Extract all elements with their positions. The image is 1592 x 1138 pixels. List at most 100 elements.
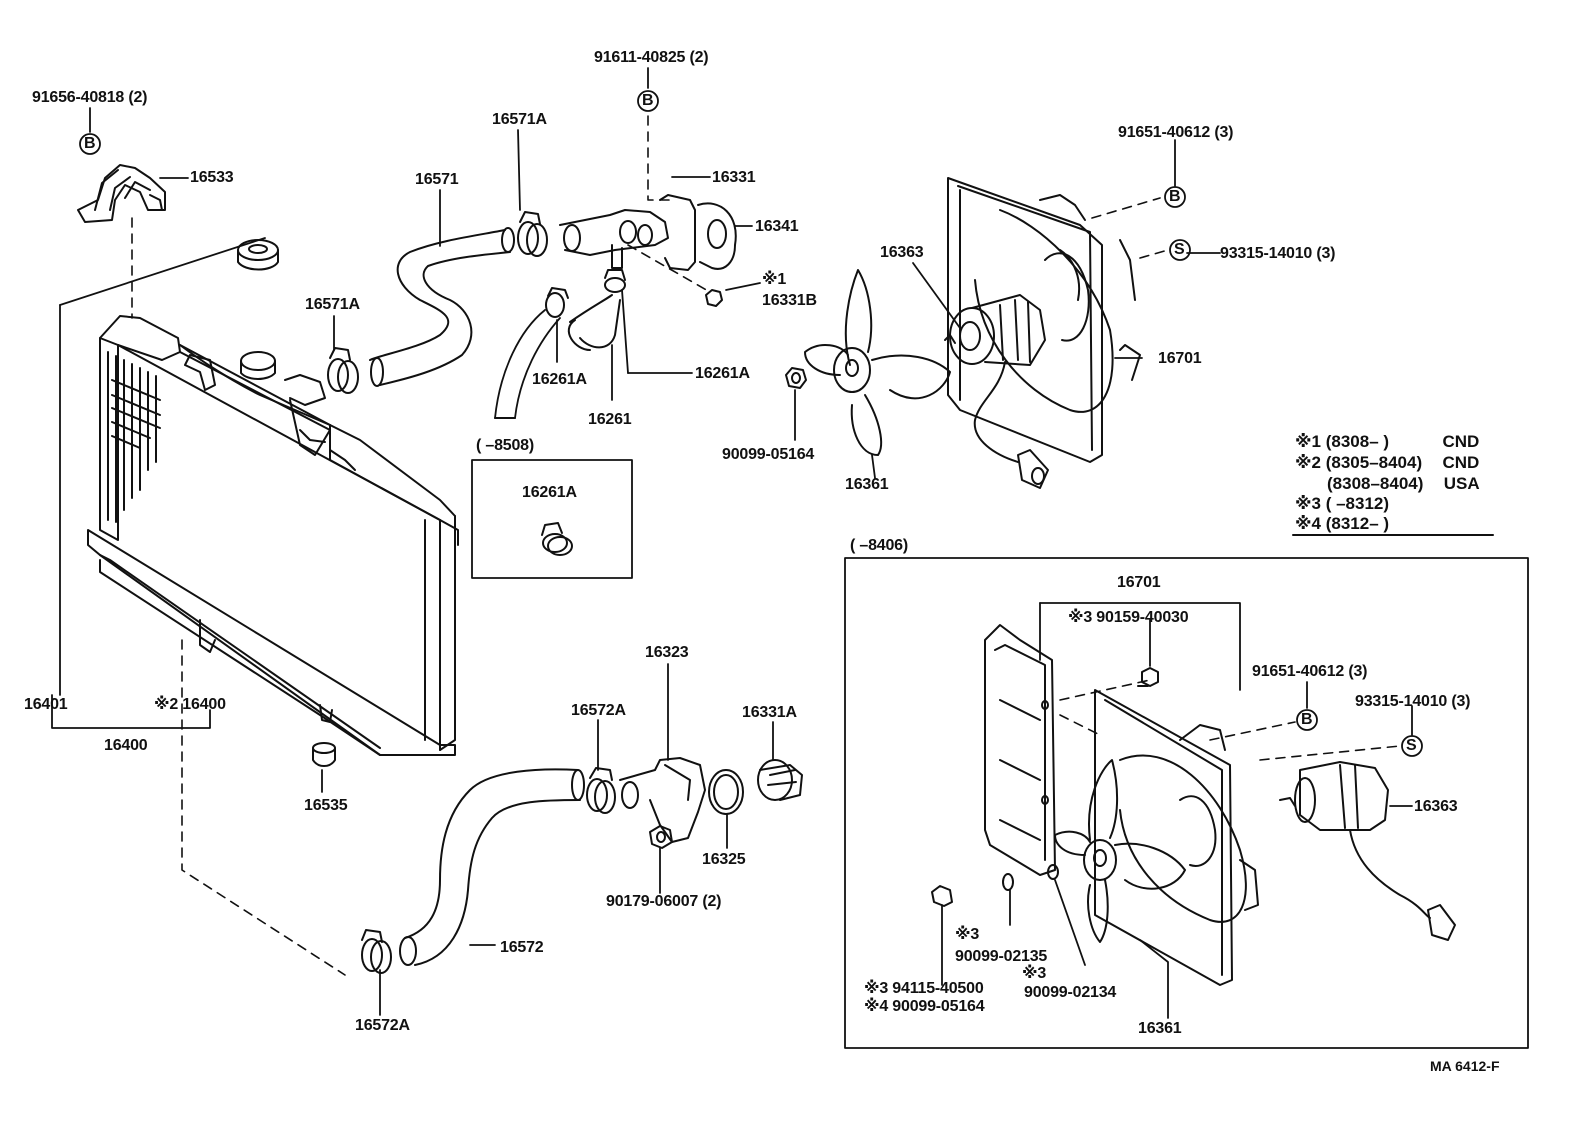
box2-cooling-fan: [1054, 759, 1186, 943]
part-label-16535: 16535: [304, 797, 348, 814]
inset-range-8508: ( –8508): [476, 437, 534, 454]
part-label-box2-91651-40612: 91651-40612 (3): [1252, 663, 1368, 680]
legend-range: (8308–8404): [1327, 474, 1424, 493]
box2-fan-motor: [1279, 761, 1456, 941]
part-label-16400-note: ※2 16400: [154, 696, 226, 713]
legend-market: USA: [1443, 474, 1480, 493]
part-label-91656-40818: 91656-40818 (2): [32, 89, 148, 106]
part-label-16331a: 16331A: [742, 704, 797, 721]
part-label-16323: 16323: [645, 644, 689, 661]
legend-range: (8312– ): [1325, 514, 1390, 533]
part-label-16361-top: 16361: [845, 476, 889, 493]
part-label-box2-star3-b: ※3: [1022, 965, 1047, 982]
part-label-16572a-bottom: 16572A: [355, 1017, 410, 1034]
part-label-16331b: 16331B: [762, 292, 817, 309]
thermostat: [757, 759, 803, 801]
part-label-16533: 16533: [190, 169, 234, 186]
part-label-box2-90099-02135: 90099-02135: [955, 948, 1048, 965]
box1-clamp: [541, 522, 573, 556]
water-outlet: [559, 194, 737, 271]
marker-s-icon: S: [1406, 737, 1417, 754]
part-label-91651-40612-top: 91651-40612 (3): [1118, 124, 1234, 141]
drawing-code: MA 6412-F: [1430, 1058, 1500, 1074]
legend-row-3: (8308–8404) USA: [1327, 475, 1480, 492]
part-label-box2-94115-40500: ※3 94115-40500: [864, 980, 984, 997]
legend-row-2: ※2 (8305–8404) CND: [1295, 454, 1479, 471]
legend-range: (8308– ): [1325, 432, 1390, 451]
cooling-fan-top: [804, 269, 951, 456]
marker-b-icon: B: [1169, 188, 1181, 205]
legend-row-1: ※1 (8308– ) CND: [1295, 433, 1479, 450]
part-label-box2-16363: 16363: [1414, 798, 1458, 815]
hose-clamp-upper: [327, 211, 548, 394]
support-bracket: [77, 164, 166, 223]
part-label-90099-05164: 90099-05164: [722, 446, 815, 463]
box2-shroud-plate: [984, 624, 1056, 876]
inset-box-8508: [471, 459, 633, 579]
legend-row-4: ※3 ( –8312): [1295, 495, 1389, 512]
part-label-box2-90099-02134: 90099-02134: [1024, 984, 1117, 1001]
part-label-box1-16261a: 16261A: [522, 484, 577, 501]
inset-range-8406: ( –8406): [850, 537, 908, 554]
part-label-91611-40825: 91611-40825 (2): [594, 49, 709, 66]
part-label-16572: 16572: [500, 939, 544, 956]
fan-shroud-top: [947, 177, 1141, 463]
part-label-box2-90159-40030: ※3 90159-40030: [1068, 609, 1189, 626]
gasket-16325: [708, 769, 744, 815]
drain-plug: [312, 742, 336, 767]
legend-market: CND: [1442, 432, 1480, 451]
part-label-box2-90099-05164: ※4 90099-05164: [864, 998, 985, 1015]
inset-box-8406: [844, 557, 1529, 1049]
lower-radiator-hose: [399, 768, 585, 966]
part-label-90179-06007: 90179-06007 (2): [606, 893, 722, 910]
upper-radiator-hose: [369, 227, 515, 387]
part-label-93315-14010-top: 93315-14010 (3): [1220, 245, 1336, 262]
part-label-box2-16701: 16701: [1117, 574, 1161, 591]
box2-fan-shroud: [1094, 689, 1259, 986]
marker-circles: [79, 90, 1423, 757]
part-label-box2-16361: 16361: [1138, 1020, 1182, 1037]
part-label-16400: 16400: [104, 737, 148, 754]
hose-clamp-lower: [361, 767, 616, 974]
box2-bolt: [1137, 667, 1159, 687]
part-label-16701-top: 16701: [1158, 350, 1202, 367]
part-label-16261a-right: 16261A: [695, 365, 750, 382]
part-label-16571a-left: 16571A: [305, 296, 360, 313]
legend-mark: ※2: [1295, 453, 1321, 472]
legend-range: (8305–8404): [1325, 453, 1423, 472]
part-label-16572a-top: 16572A: [571, 702, 626, 719]
part-label-16571: 16571: [415, 171, 459, 188]
water-inlet: [619, 757, 706, 843]
part-label-16325: 16325: [702, 851, 746, 868]
legend-mark: ※3: [1295, 494, 1321, 513]
legend-market: CND: [1442, 453, 1480, 472]
leader-lines: [51, 67, 1413, 1019]
box2-hardware: [931, 864, 1059, 907]
fan-motor-top: [944, 294, 1049, 489]
part-label-16341: 16341: [755, 218, 799, 235]
nut-90179: [649, 825, 673, 849]
part-label-16363-top: 16363: [880, 244, 924, 261]
part-label-box2-star3-a: ※3: [955, 926, 980, 943]
nut-16331b: [705, 289, 723, 307]
legend-mark: ※1: [1295, 432, 1321, 451]
legend-row-5: ※4 (8312– ): [1295, 515, 1389, 532]
part-label-16261a-left: 16261A: [532, 371, 587, 388]
part-label-box2-93315-14010: 93315-14010 (3): [1355, 693, 1471, 710]
marker-b-icon: B: [642, 92, 654, 109]
part-label-16331: 16331: [712, 169, 756, 186]
marker-b-icon: B: [1301, 711, 1313, 728]
legend-range: ( –8312): [1325, 494, 1390, 513]
nut-90099-05164: [785, 367, 807, 389]
bypass-hose: [494, 269, 626, 419]
dashed-lines: [131, 115, 1401, 976]
part-label-16571a-top: 16571A: [492, 111, 547, 128]
radiator-assembly: [87, 315, 459, 756]
marker-b-icon: B: [84, 135, 96, 152]
marker-s-icon: S: [1174, 241, 1185, 258]
part-label-16331b-note: ※1: [762, 271, 787, 288]
part-label-16401: 16401: [24, 696, 68, 713]
legend-mark: ※4: [1295, 514, 1321, 533]
